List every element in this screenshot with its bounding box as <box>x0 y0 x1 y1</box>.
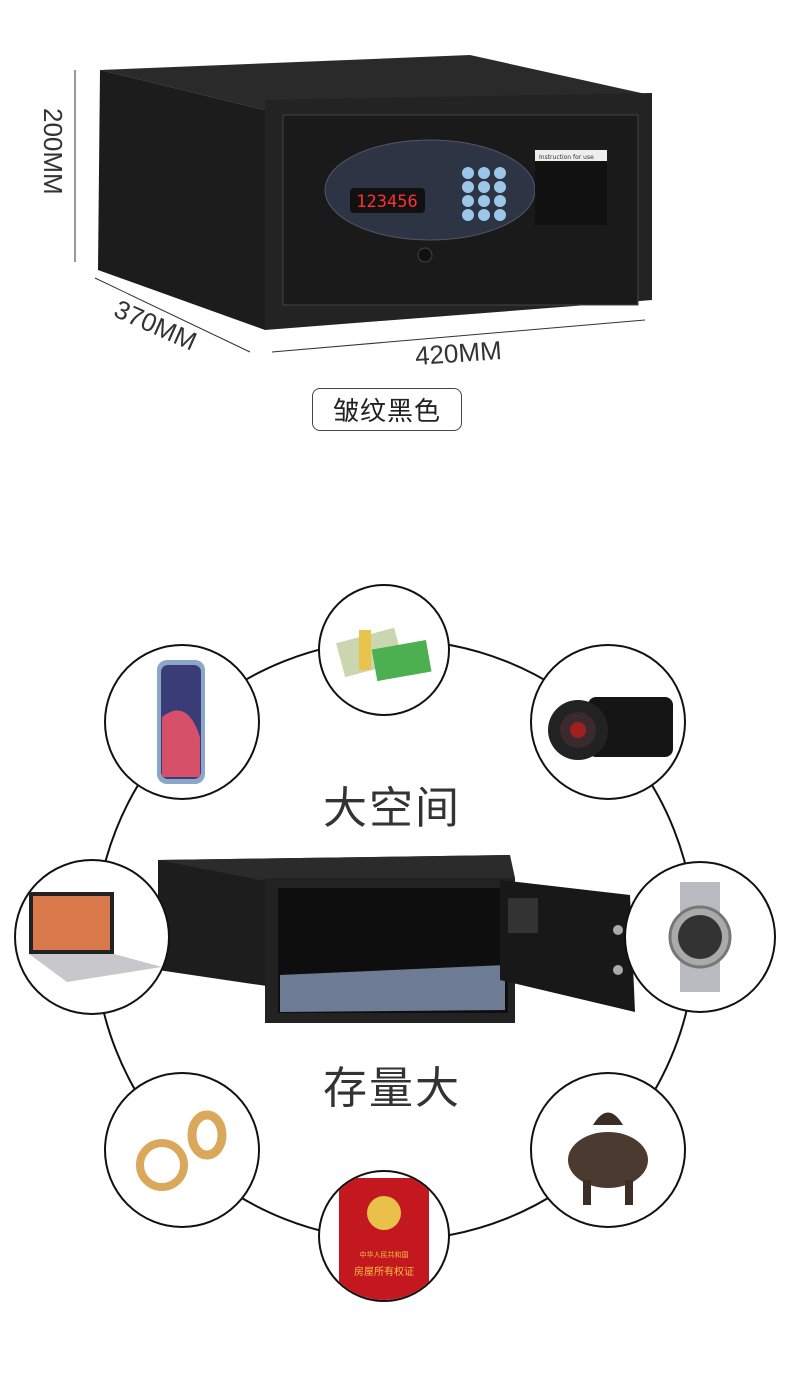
ring-icon <box>136 1110 227 1191</box>
width-dimension: 420MM <box>414 335 503 371</box>
certificate-line-1: 中华人民共和国 <box>359 1250 409 1259</box>
feature-space: 大空间 <box>323 783 461 834</box>
item-property-certificate: 中华人民共和国 房屋所有权证 <box>318 1170 450 1302</box>
certificate-line-2: 房屋所有权证 <box>354 1266 414 1278</box>
safe-open-illustration <box>158 855 635 1023</box>
emblem-icon <box>367 1195 401 1230</box>
item-watch <box>624 861 776 1013</box>
svg-text:Instruction for use: Instruction for use <box>539 154 594 161</box>
color-label: 皱纹黑色 <box>312 388 462 431</box>
safe-front-illustration: 123456 Instruction for use <box>74 55 652 353</box>
display-digits: 123456 <box>356 192 417 212</box>
money-icon <box>336 627 432 682</box>
camera-icon <box>548 697 673 760</box>
certificate-icon: 中华人民共和国 房屋所有权证 <box>339 1177 429 1300</box>
height-dimension: 200MM <box>38 108 68 195</box>
watch-icon <box>668 882 732 992</box>
laptop-icon <box>29 892 162 982</box>
item-incense-burner <box>530 1072 686 1228</box>
phone-icon <box>157 660 205 784</box>
item-rings <box>104 1072 260 1228</box>
item-phone <box>104 644 260 800</box>
burner-icon <box>568 1112 648 1205</box>
item-cash <box>318 584 450 716</box>
item-laptop <box>14 859 170 1015</box>
item-camera <box>530 644 686 800</box>
feature-capacity: 存量大 <box>323 1063 461 1114</box>
